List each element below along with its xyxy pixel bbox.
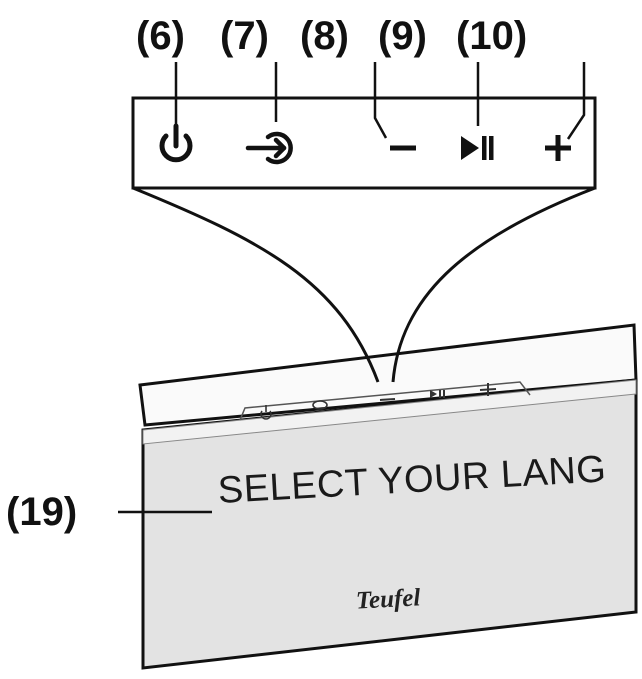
callout-7: (7) [220, 14, 269, 58]
callout-8: (8) [300, 14, 349, 58]
zoom-funnel-right [391, 186, 596, 383]
soundbar-plus-button [479, 383, 497, 396]
top-button-strip [239, 381, 531, 421]
soundbar-play-pause-button [430, 390, 445, 398]
leader-line-8 [373, 62, 388, 139]
power-icon [159, 123, 193, 163]
play-pause-icon [461, 136, 494, 160]
soundbar-minus-button [379, 398, 396, 401]
zoom-control-panel [131, 96, 597, 190]
callout-6: (6) [136, 14, 185, 58]
front-panel-top-strip [142, 379, 637, 445]
callout-9: (9) [378, 14, 427, 58]
leader-line-10 [566, 62, 586, 140]
plus-icon [545, 135, 571, 161]
callout-19: (19) [6, 490, 78, 534]
soundbar-power-button [260, 405, 272, 420]
zoom-funnel-left [132, 186, 380, 383]
callout-10: (10) [456, 14, 528, 58]
brand-logo: Teufel [355, 584, 421, 615]
soundbar-source-button [312, 400, 328, 410]
source-input-icon [245, 131, 293, 165]
